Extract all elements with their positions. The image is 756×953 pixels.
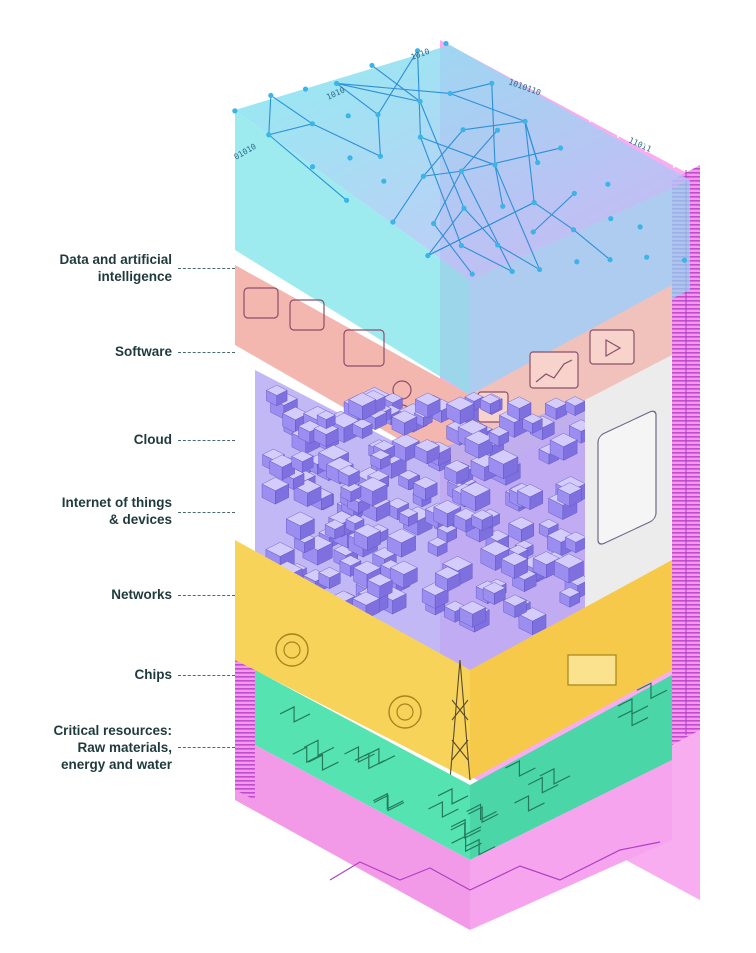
leader-iot [178, 512, 235, 513]
mesh-node [531, 229, 536, 234]
leader-chips [178, 675, 235, 676]
mesh-node [310, 121, 315, 126]
mesh-node [532, 200, 537, 205]
mesh-node [310, 164, 315, 169]
mesh-node [637, 224, 642, 229]
mesh-node [522, 119, 527, 124]
mesh-node [266, 132, 271, 137]
label-networks: Networks [111, 586, 172, 603]
mesh-node [535, 160, 540, 165]
mesh-node [346, 113, 351, 118]
mesh-node [605, 182, 610, 187]
mesh-node [682, 258, 687, 263]
label-cloud: Cloud [134, 431, 172, 448]
leader-software [178, 352, 235, 353]
mesh-node [344, 198, 349, 203]
label-data-ai: Data and artificial intelligence [59, 251, 172, 285]
mesh-node [572, 191, 577, 196]
leader-cloud [178, 440, 235, 441]
mesh-node [459, 243, 464, 248]
mesh-node [232, 108, 237, 113]
mesh-node [607, 257, 612, 262]
mesh-node [571, 227, 576, 232]
mesh-node [558, 145, 563, 150]
mesh-node [500, 204, 505, 209]
mesh-node [378, 154, 383, 159]
mesh-node [334, 81, 339, 86]
mesh-node [537, 267, 542, 272]
mesh-node [347, 155, 352, 160]
mesh-node [421, 174, 426, 179]
mesh-node [489, 81, 494, 86]
mesh-node [303, 86, 308, 91]
mesh-node [608, 216, 613, 221]
label-iot: Internet of things & devices [62, 494, 172, 528]
mesh-node [390, 219, 395, 224]
mesh-node [417, 99, 422, 104]
leader-networks [178, 595, 235, 596]
leader-critical [178, 747, 235, 748]
label-critical: Critical resources: Raw materials, energ… [53, 722, 172, 773]
mesh-node [443, 41, 448, 46]
leader-data-ai [178, 268, 235, 269]
label-software: Software [115, 343, 172, 360]
mesh-node [369, 63, 374, 68]
mesh-node [495, 128, 500, 133]
mesh-node [459, 169, 464, 174]
mesh-node [460, 127, 465, 132]
mesh-node [510, 269, 515, 274]
mesh-node [375, 112, 380, 117]
mesh-node [381, 179, 386, 184]
mesh-node [644, 255, 649, 260]
mesh-node [461, 206, 466, 211]
mesh-node [431, 221, 436, 226]
mesh-node [448, 91, 453, 96]
mesh-node [574, 259, 579, 264]
mesh-node [418, 135, 423, 140]
mesh-node [470, 271, 475, 276]
label-chips: Chips [134, 666, 172, 683]
mesh-node [492, 162, 497, 167]
mesh-node [495, 242, 500, 247]
mesh-node [425, 253, 430, 258]
mesh-node [268, 93, 273, 98]
